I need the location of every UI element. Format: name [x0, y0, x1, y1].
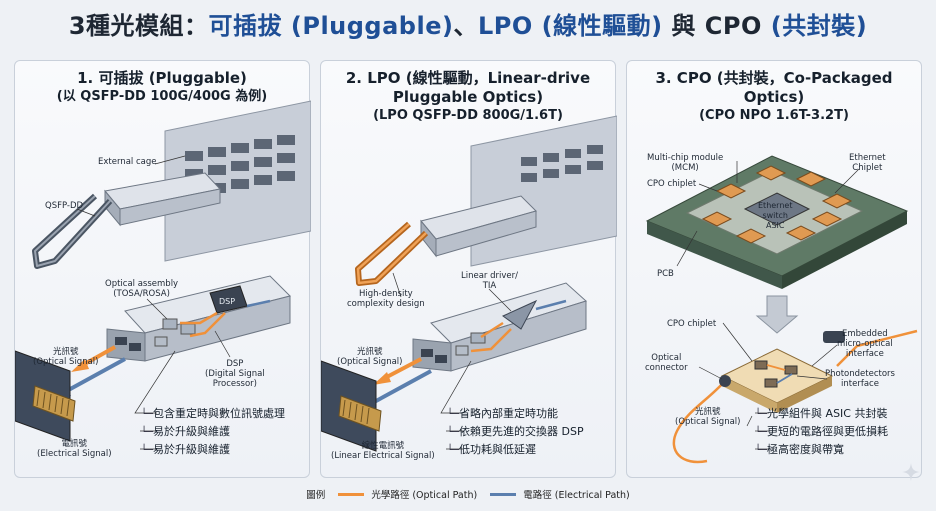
cpo-illustration: [645, 155, 918, 464]
label-photodetectors: Photondetectors interface: [825, 369, 895, 389]
sparkle-icon: [902, 463, 920, 481]
panel-cpo-subtitle: (CPO NPO 1.6T-3.2T): [699, 108, 849, 123]
label-mcm: Multi-chip module (MCM): [647, 153, 724, 173]
label-linear-electrical: 線性電訊號 (Linear Electrical Signal): [331, 441, 435, 461]
cpo-bullets: 光學組件與 ASIC 共封裝 更短的電路徑與更低損耗 極高密度與帶寬: [755, 405, 888, 459]
panel-cpo-header: 3. CPO (共封裝，Co-Packaged Optics) (CPO NPO…: [627, 69, 921, 125]
legend-optical-label: 光學路徑 (Optical Path): [371, 490, 478, 501]
pluggable-illustration: [15, 100, 311, 450]
bullet-item: 省略內部重定時功能: [447, 405, 584, 423]
lpo-bullets: 省略內部重定時功能 依賴更先進的交換器 DSP 低功耗與低延遲: [447, 405, 584, 459]
panel-pluggable-subtitle: (以 QSFP-DD 100G/400G 為例): [56, 89, 268, 104]
label-ethernet-chiplet: Ethernet Chiplet: [849, 153, 886, 173]
title-sep: 、: [453, 12, 478, 40]
title-and: 與: [662, 12, 705, 40]
legend-electrical-swatch: [490, 492, 517, 496]
panel-lpo: 2. LPO (線性驅動，Linear-drive Pluggable Opti…: [320, 60, 617, 478]
pluggable-bullets: 包含重定時與數位訊號處理 易於升級與維護 易於升級與維護: [141, 405, 285, 459]
panel-pluggable-title: 1. 可插拔 (Pluggable): [77, 69, 247, 87]
label-optical-connector: Optical connector: [645, 353, 688, 373]
title-lpo: LPO (線性驅動): [477, 12, 663, 40]
legend: 圖例 光學路徑 (Optical Path) 電路徑 (Electrical P…: [0, 487, 936, 501]
legend-electrical-label: 電路徑 (Electrical Path): [523, 490, 630, 501]
panel-lpo-title: 2. LPO (線性驅動，Linear-drive: [345, 69, 591, 87]
label-cpo-chiplet: CPO chiplet: [667, 319, 717, 329]
panel-lpo-subtitle: (LPO QSFP-DD 800G/1.6T): [373, 108, 563, 123]
bullet-item: 低功耗與低延遲: [447, 441, 584, 459]
title-cpo: CPO: [704, 12, 762, 40]
label-dsp: DSP (Digital Signal Processor): [205, 359, 265, 389]
bullet-item: 極高密度與帶寬: [755, 441, 888, 459]
label-linear-driver: Linear driver/ TIA: [461, 271, 518, 291]
bullet-item: 依賴更先進的交換器 DSP: [447, 423, 584, 441]
panel-cpo: 3. CPO (共封裝，Co-Packaged Optics) (CPO NPO…: [626, 60, 922, 478]
label-qsfp-dd: QSFP-DD: [45, 201, 84, 211]
label-high-density: High-density complexity design: [347, 289, 425, 309]
bullet-item: 更短的電路徑與更低損耗: [755, 423, 888, 441]
title-pluggable: 可插拔 (Pluggable): [208, 12, 454, 40]
label-asic: Ethernet switch ASIC: [758, 201, 793, 230]
bullet-item: 易於升級與維護: [141, 423, 285, 441]
panel-pluggable: 1. 可插拔 (Pluggable) (以 QSFP-DD 100G/400G …: [14, 60, 311, 478]
label-pcb: PCB: [657, 269, 674, 279]
lpo-illustration: [321, 115, 617, 452]
main-title: 3種光模組：可插拔 (Pluggable)、LPO (線性驅動) 與 CPO (…: [0, 6, 936, 41]
label-optical-assembly: Optical assembly (TOSA/ROSA): [105, 279, 179, 299]
label-optical-signal-lpo: 光訊號 (Optical Signal): [337, 347, 403, 367]
label-embedded-interface: Embedded micro-optical interface: [837, 329, 893, 359]
legend-optical-swatch: [338, 492, 365, 496]
panel-lpo-title-2: Pluggable Optics): [392, 88, 544, 106]
panel-cpo-title: 3. CPO (共封裝，Co-Packaged: [655, 69, 893, 87]
label-optical-signal-cpo: 光訊號 (Optical Signal): [675, 407, 741, 427]
title-part-1: 3種光模組：: [68, 12, 209, 40]
bullet-item: 包含重定時與數位訊號處理: [141, 405, 285, 423]
legend-title: 圖例: [306, 490, 326, 501]
title-copackaged: (共封裝): [761, 12, 868, 40]
panel-lpo-header: 2. LPO (線性驅動，Linear-drive Pluggable Opti…: [321, 69, 615, 125]
panel-cpo-title-2: Optics): [743, 88, 805, 106]
label-dsp-chip: DSP: [219, 297, 236, 306]
bullet-item: 光學組件與 ASIC 共封裝: [755, 405, 888, 423]
label-cpo-chiplet-top: CPO chiplet: [647, 179, 697, 189]
label-optical-signal: 光訊號 (Optical Signal): [33, 347, 99, 367]
label-electrical-signal: 電訊號 (Electrical Signal): [37, 439, 112, 459]
label-external-cage: External cage: [98, 157, 157, 167]
bullet-item: 易於升級與維護: [141, 441, 285, 459]
panel-pluggable-header: 1. 可插拔 (Pluggable) (以 QSFP-DD 100G/400G …: [15, 69, 309, 106]
